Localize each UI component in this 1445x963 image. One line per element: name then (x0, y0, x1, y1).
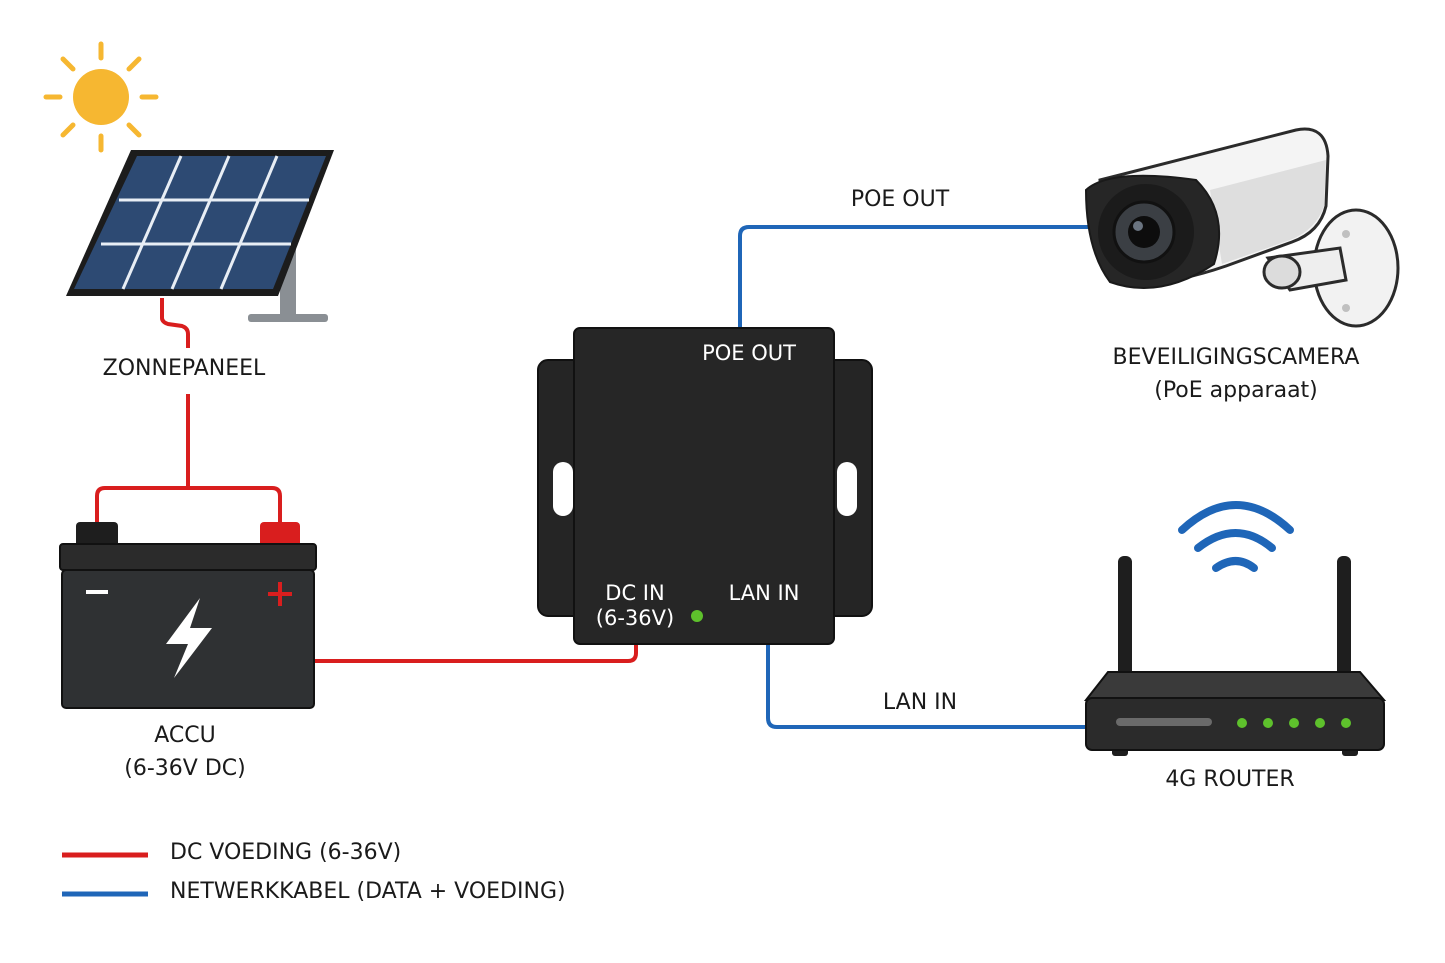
label-battery-line1: ACCU (154, 723, 216, 748)
solar-panel (66, 150, 334, 322)
poe-injector (537, 327, 873, 645)
router (1083, 556, 1387, 756)
label-solar-panel: ZONNEPANEEL (102, 356, 266, 381)
legend-label-dc: DC VOEDING (6-36V) (170, 840, 402, 865)
label-router: 4G ROUTER (1165, 767, 1295, 792)
dc-cable-battery-terminals (95, 486, 282, 522)
label-lan-in-cable: LAN IN (882, 690, 958, 715)
lightning-bolt-icon (166, 598, 212, 678)
battery (59, 522, 317, 709)
network-cable-lan-in (766, 645, 1086, 729)
injector-label-lan-in: LAN IN (728, 581, 800, 605)
network-cable-poe-out (738, 225, 1090, 330)
legend-label-network: NETWERKKABEL (DATA + VOEDING) (170, 879, 566, 904)
security-camera (1084, 127, 1400, 328)
power-led (691, 610, 703, 622)
label-camera-line1: BEVEILIGINGSCAMERA (1112, 345, 1360, 370)
injector-label-dc-in-line2: (6-36V) (595, 606, 675, 630)
dc-cable-battery-injector (312, 640, 638, 663)
sun-icon (43, 41, 159, 153)
label-battery-line2: (6-36V DC) (124, 756, 246, 781)
injector-label-dc-in-line1: DC IN (605, 581, 665, 605)
label-poe-out-cable: POE OUT (850, 187, 950, 212)
label-camera-line2: (PoE apparaat) (1154, 378, 1318, 403)
wifi-icon (1178, 501, 1294, 572)
dc-cable-panel-top (160, 298, 190, 348)
injector-label-poe-out: POE OUT (702, 341, 796, 365)
